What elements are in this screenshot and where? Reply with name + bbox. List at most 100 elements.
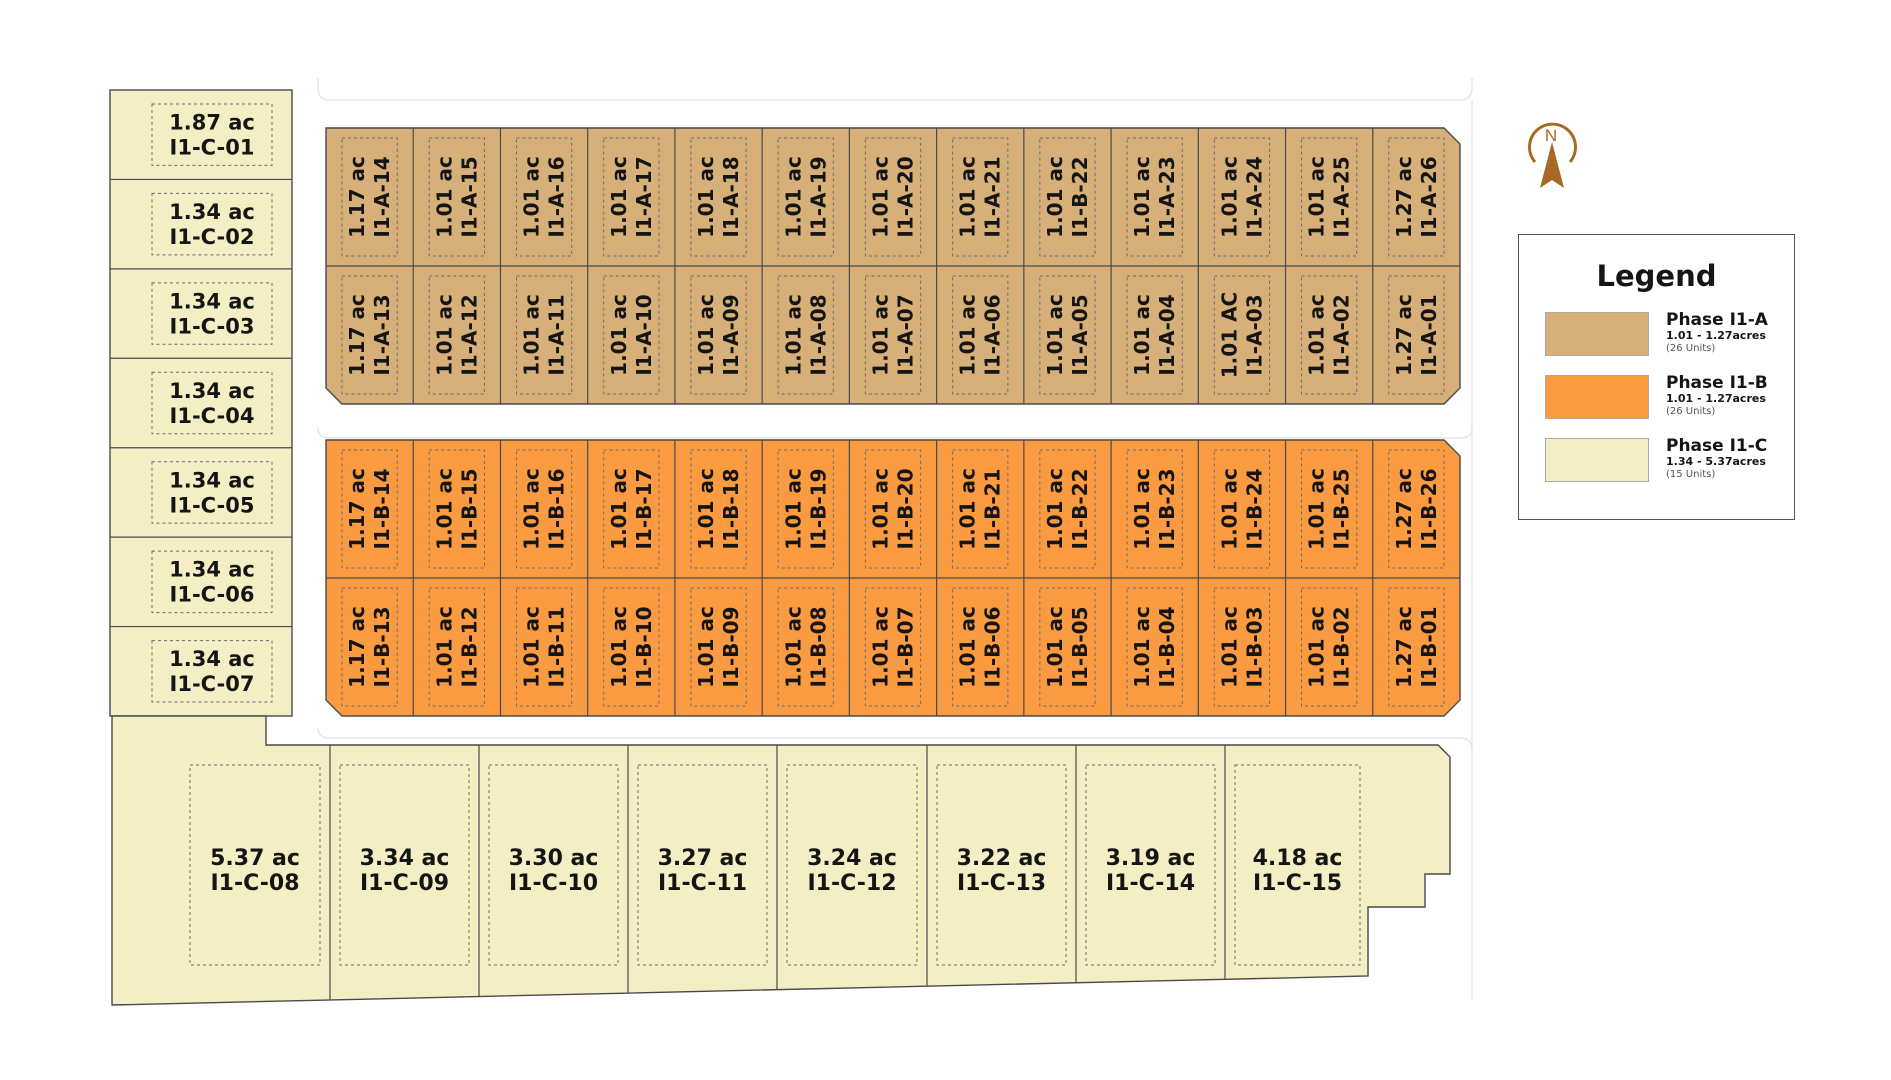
block-outline (111, 715, 1451, 1006)
parcel-acreage: 1.34 ac (169, 289, 255, 313)
parcel-id: I1-B-12 (457, 606, 481, 687)
lot-setback (603, 449, 660, 569)
lot-setback (777, 275, 834, 395)
parcel-acreage: 1.01 ac (1217, 606, 1241, 688)
parcel-acreage: 1.01 ac (781, 468, 805, 550)
lot-setback (1301, 137, 1358, 257)
parcel-id: I1-B-13 (370, 606, 394, 687)
lot-setback (428, 137, 485, 257)
lot-setback (515, 275, 573, 395)
parcel-id: I1-A-20 (894, 156, 918, 237)
legend-item-units: (26 Units) (1666, 343, 1716, 354)
parcel-id: I1-C-12 (807, 871, 896, 896)
parcel-acreage: 1.01 ac (1217, 468, 1241, 550)
legend-swatch (1545, 375, 1649, 419)
parcel-id: I1-B-25 (1330, 468, 1354, 549)
lot-setback (151, 371, 273, 435)
lot-setback (189, 764, 321, 966)
lot-setback (1301, 275, 1358, 395)
parcel-id: I1-A-10 (632, 294, 656, 375)
parcel-acreage: 3.24 ac (807, 846, 897, 871)
parcel-id: I1-A-25 (1330, 156, 1354, 237)
parcel-id: I1-C-08 (210, 871, 299, 896)
parcel-acreage: 1.01 ac (607, 156, 631, 238)
lot-setback (1213, 449, 1271, 569)
parcel-id: I1-A-03 (1242, 294, 1266, 375)
lot-setback (151, 461, 273, 524)
parcel-acreage: 1.27 ac (1392, 156, 1416, 238)
lot-setback (1126, 449, 1183, 569)
parcel-id: I1-B-16 (545, 468, 569, 549)
lot-setback (864, 587, 922, 707)
parcel-acreage: 1.17 ac (345, 294, 369, 376)
lot-setback (151, 282, 273, 345)
parcel-acreage: 3.27 ac (658, 846, 748, 871)
lot-setback (690, 137, 747, 257)
legend-item-name: Phase I1-A (1666, 310, 1768, 330)
lot-setback (952, 587, 1009, 707)
parcel-id: I1-A-26 (1417, 156, 1441, 237)
parcel-id: I1-C-10 (509, 871, 598, 896)
parcel-acreage: 1.01 ac (694, 468, 718, 550)
parcel-acreage: 1.01 ac (520, 468, 544, 550)
parcel-acreage: 1.01 ac (1043, 468, 1067, 550)
lot-setback (864, 137, 922, 257)
parcel-acreage: 1.01 ac (694, 156, 718, 238)
parcel-acreage: 1.01 ac (607, 294, 631, 376)
lot-setback (1039, 449, 1096, 569)
parcel-id: I1-A-24 (1242, 156, 1266, 237)
parcel-acreage: 1.01 ac (1217, 156, 1241, 238)
parcel-id: I1-B-19 (806, 468, 830, 549)
parcel-id: I1-C-09 (360, 871, 449, 896)
parcel-acreage: 1.01 ac (956, 294, 980, 376)
lot-setback (952, 137, 1009, 257)
parcel-acreage: 3.22 ac (957, 846, 1047, 871)
parcel-id: I1-B-03 (1242, 606, 1266, 687)
parcel-acreage: 1.01 ac (520, 156, 544, 238)
lot-setback (341, 587, 398, 707)
parcel-id: I1-A-01 (1417, 294, 1441, 375)
parcel-id: I1-A-04 (1155, 294, 1179, 375)
parcel-acreage: 3.30 ac (509, 846, 599, 871)
lot-setback (151, 103, 273, 166)
lot-setback (1301, 587, 1358, 707)
